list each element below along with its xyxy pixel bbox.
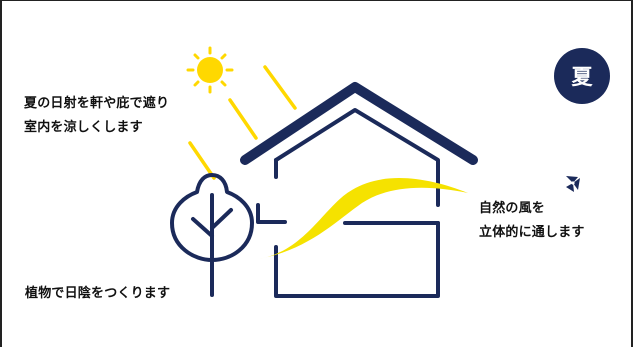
tree-branch [210, 208, 233, 230]
season-badge-bg [554, 48, 610, 104]
tree-crown [170, 173, 254, 262]
caption-line: 自然の風を [479, 201, 546, 216]
caption-natural-wind: 自然の風を 立体的に通します [479, 197, 585, 245]
season-badge-label: 夏 [571, 65, 593, 89]
caption-tree-shade: 植物で日陰をつくります [25, 282, 170, 306]
sun-icon [186, 46, 234, 94]
sun-ray-icon [228, 98, 258, 140]
house-base [274, 221, 440, 298]
caption-line: 立体的に通します [479, 225, 585, 240]
tree-icon [170, 173, 254, 297]
house-roof [240, 82, 478, 165]
caption-sun-shading: 夏の日射を軒や庇で遮り 室内を涼しくします [24, 92, 169, 140]
pinwheel-icon [566, 176, 580, 192]
house-outline-icon [240, 82, 478, 298]
sun-ray-icon [263, 65, 297, 110]
sun-ray-icon [188, 141, 216, 180]
house-left-wall-upper [274, 108, 440, 207]
sun-disc [197, 57, 223, 83]
house-window-frame [256, 203, 287, 224]
caption-line: 植物で日陰をつくります [25, 286, 171, 301]
tree-branch [191, 217, 214, 238]
season-badge: 夏 [554, 48, 610, 104]
sun-corona [186, 46, 234, 94]
caption-line: 夏の日射を軒や庇で遮り [24, 96, 170, 111]
wind-stream-icon [258, 178, 468, 259]
caption-line: 室内を涼しくします [24, 120, 143, 135]
